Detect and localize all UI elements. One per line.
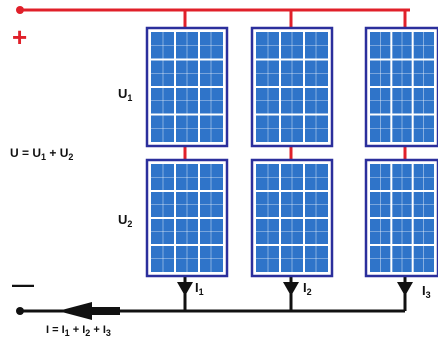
solar-panel-icon — [145, 158, 229, 278]
plus-sign: + — [12, 22, 28, 52]
positive-terminal-dot — [16, 6, 24, 14]
voltage-label-u2: U2 — [118, 212, 133, 229]
solar-panel-icon — [364, 26, 438, 148]
minus-sign: — — [12, 272, 34, 297]
solar-panel-icon — [364, 158, 438, 278]
current-label-i1: I1 — [195, 280, 204, 297]
voltage-label-u1: U1 — [118, 86, 133, 103]
current-arrow-icon — [177, 282, 193, 296]
current-arrow-icon — [397, 282, 413, 296]
current-equation: I = I1 + I2 + I3 — [46, 324, 111, 338]
voltage-equation: U = U1 + U2 — [10, 146, 74, 162]
solar-panel-icon — [250, 158, 334, 278]
current-label-i3: I3 — [422, 283, 431, 300]
total-current-arrow-icon — [58, 302, 92, 320]
current-arrow-icon — [283, 282, 299, 296]
current-label-i2: I2 — [303, 280, 312, 297]
solar-panel-icon — [250, 26, 334, 148]
total-current-arrow-tail — [90, 307, 120, 315]
current-arrows — [58, 282, 413, 320]
negative-terminal-dot — [16, 307, 24, 315]
solar-panels — [145, 26, 438, 278]
solar-panel-icon — [145, 26, 229, 148]
